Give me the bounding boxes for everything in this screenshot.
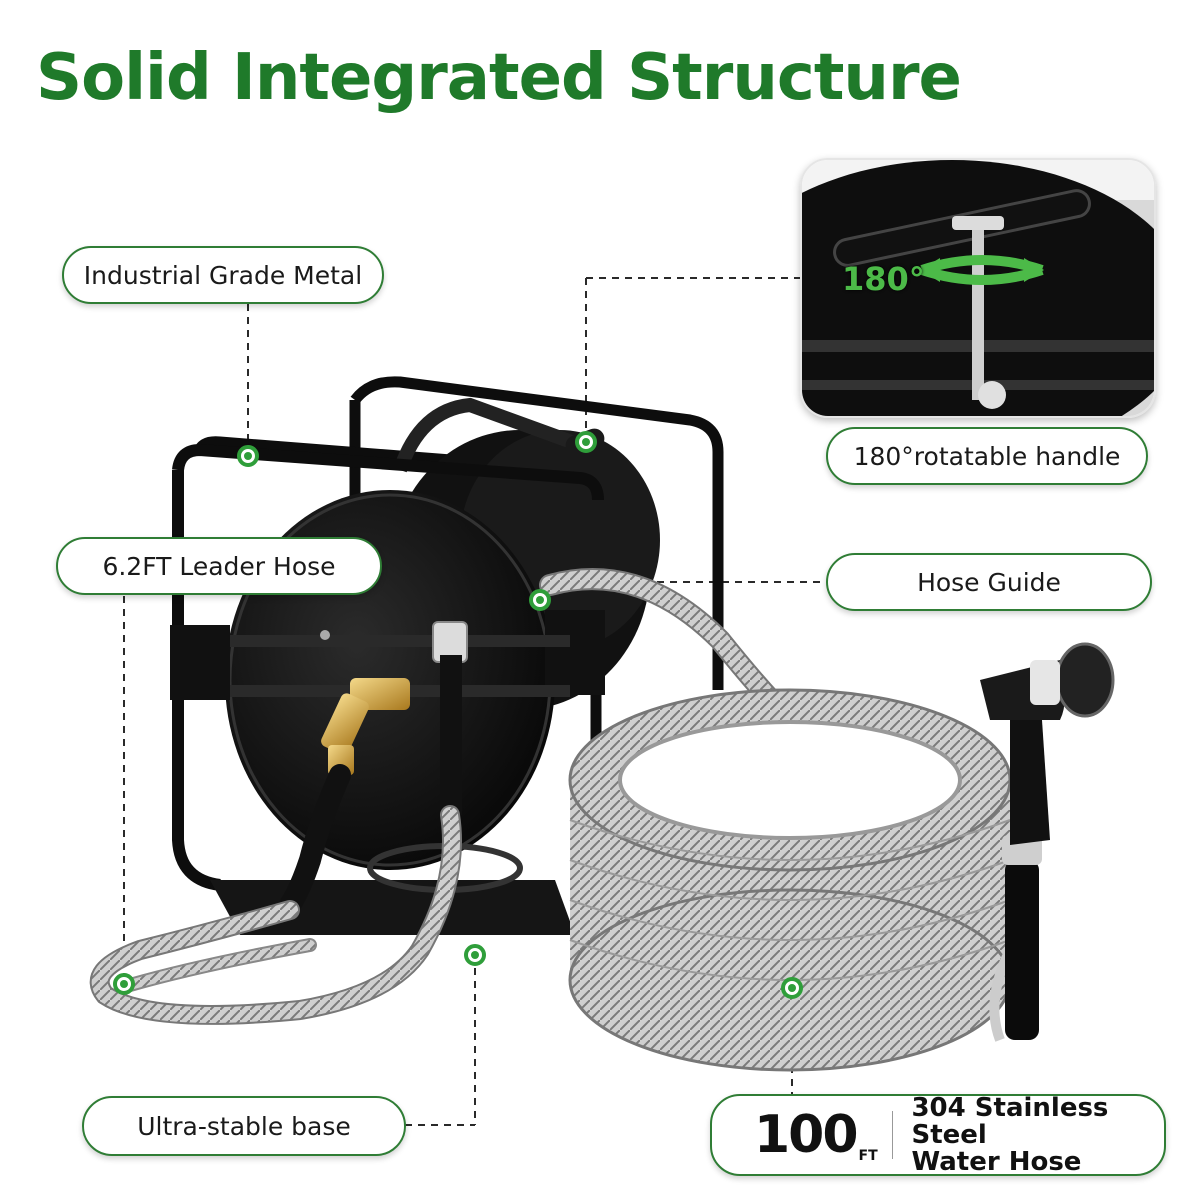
hose-length: 100 [754,1105,859,1165]
label-text: 180°rotatable handle [853,441,1121,471]
label-hose-guide: Hose Guide [826,553,1152,611]
divider [891,1111,894,1159]
hose-desc-line1: 304 Stainless Steel [911,1092,1109,1150]
leader-hose-steel [89,805,462,1025]
label-text: Ultra-stable base [137,1111,351,1141]
label-text: Industrial Grade Metal [83,260,363,290]
angle-label: 180° [842,260,925,298]
hose-desc-line2: Water Hose [911,1146,1082,1177]
page-title: Solid Integrated Structure [36,41,962,115]
label-text: 6.2FT Leader Hose [102,551,336,581]
spray-nozzle [980,642,1115,1042]
hose-description: 304 Stainless Steel Water Hose [911,1092,1164,1177]
hose-length-unit: FT [858,1148,878,1164]
label-ultra-stable-base: Ultra-stable base [82,1096,406,1156]
label-stainless-steel-hose: 100 FT 304 Stainless Steel Water Hose [710,1094,1166,1176]
handle-inset-photo: 180° [800,158,1156,418]
top-handle [393,397,583,473]
label-industrial-grade-metal: Industrial Grade Metal [62,246,384,304]
steel-hose-coil [568,688,1012,1072]
label-text: Hose Guide [917,567,1061,597]
leader-hose-black [279,764,351,916]
label-leader-hose: 6.2FT Leader Hose [56,537,382,595]
label-rotatable-handle: 180°rotatable handle [826,427,1148,485]
